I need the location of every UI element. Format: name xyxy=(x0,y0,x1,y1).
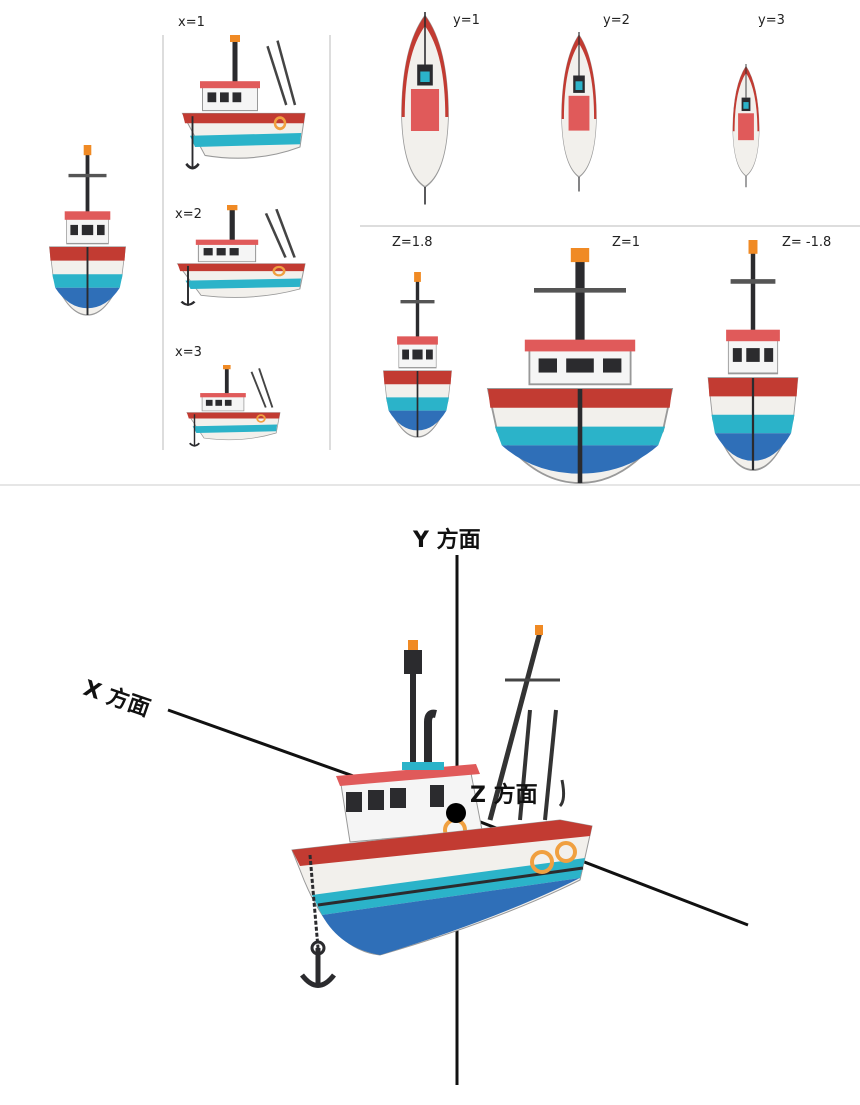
z-label-2: Z=1 xyxy=(612,235,640,250)
z-axis-label: Z 方面 xyxy=(470,782,538,808)
boat-main-3d xyxy=(291,625,593,988)
x-label-2: x=2 xyxy=(175,207,202,222)
x-label-3: x=3 xyxy=(175,345,202,360)
y-label-2: y=2 xyxy=(603,13,630,28)
boat-side-x1 xyxy=(181,33,307,171)
boat-side-x3 xyxy=(185,364,281,448)
z-label-3: Z= -1.8 xyxy=(782,235,831,250)
axis-origin-dot xyxy=(446,803,466,823)
x-label-1: x=1 xyxy=(178,15,205,30)
boat-front-z2 xyxy=(488,248,672,483)
y-axis-label: Y 方面 xyxy=(412,527,481,553)
boat-front-reference xyxy=(47,143,128,317)
boat-top-y1 xyxy=(399,10,451,207)
y-label-1: y=1 xyxy=(453,13,480,28)
y-label-3: y=3 xyxy=(758,13,785,28)
boat-front-z1 xyxy=(381,270,454,439)
z-label-1: Z=1.8 xyxy=(392,235,432,250)
boat-rear-z3 xyxy=(708,240,798,470)
x-axis-label: X 方面 xyxy=(80,675,153,722)
boat-top-y3 xyxy=(731,62,761,189)
boat-top-y2 xyxy=(560,30,598,193)
